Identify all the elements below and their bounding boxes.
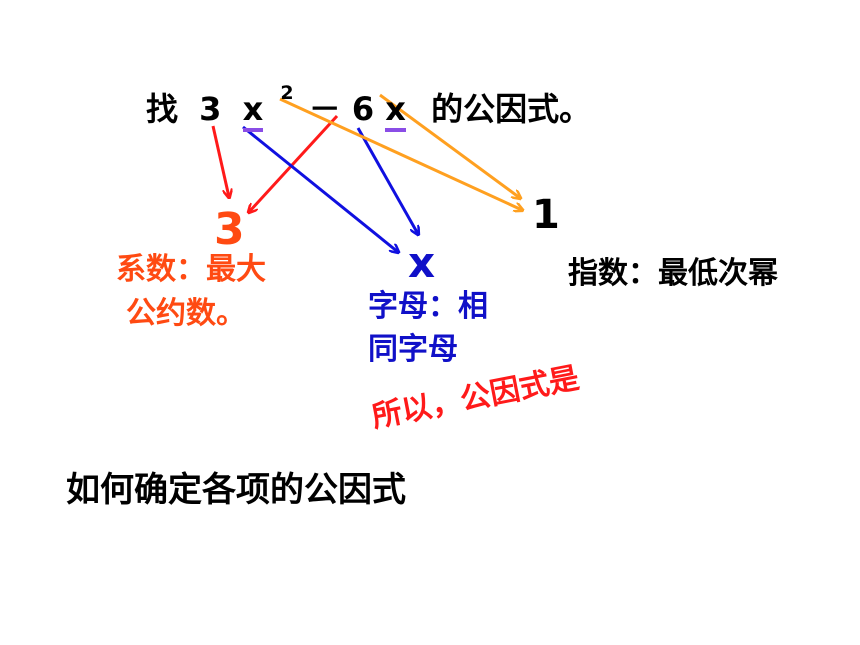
- letter-note: 字母：相 同字母: [368, 285, 488, 371]
- term1-exponent: 2: [280, 82, 294, 104]
- question-text: 如何确定各项的公因式: [66, 470, 406, 510]
- term1-coefficient: 3: [199, 90, 222, 128]
- title-suffix: 的公因式。: [431, 90, 592, 128]
- minus-operator: －: [308, 90, 341, 128]
- arrow-exp-term1: [279, 97, 522, 210]
- title-prefix: 找: [146, 90, 179, 128]
- coefficient-note-line2: 公约数。: [126, 296, 246, 331]
- exponent-note: 指数：最低次幂: [568, 256, 778, 291]
- term1-variable: x: [242, 90, 264, 132]
- term2-variable: x: [385, 90, 406, 132]
- arrow-letter-term1: [242, 125, 398, 252]
- problem-statement: 找 3 x 2 － 6 x 的公因式。: [146, 82, 592, 132]
- letter-note-line2: 同字母: [368, 332, 458, 367]
- letter-note-line1: 字母：相: [368, 289, 488, 324]
- arrow-exp-term2: [379, 93, 520, 198]
- result-exponent: 1: [532, 192, 560, 238]
- result-letter: x: [408, 238, 436, 287]
- arrow-letter-term2: [356, 127, 418, 234]
- coefficient-note: 系数：最大 公约数。: [116, 248, 266, 336]
- term2-coefficient: 6: [351, 90, 375, 128]
- arrow-coef-term1: [211, 125, 229, 197]
- arrow-coef-term2: [249, 114, 339, 212]
- coefficient-note-line1: 系数：最大: [116, 252, 266, 287]
- result-coefficient: 3: [214, 204, 245, 255]
